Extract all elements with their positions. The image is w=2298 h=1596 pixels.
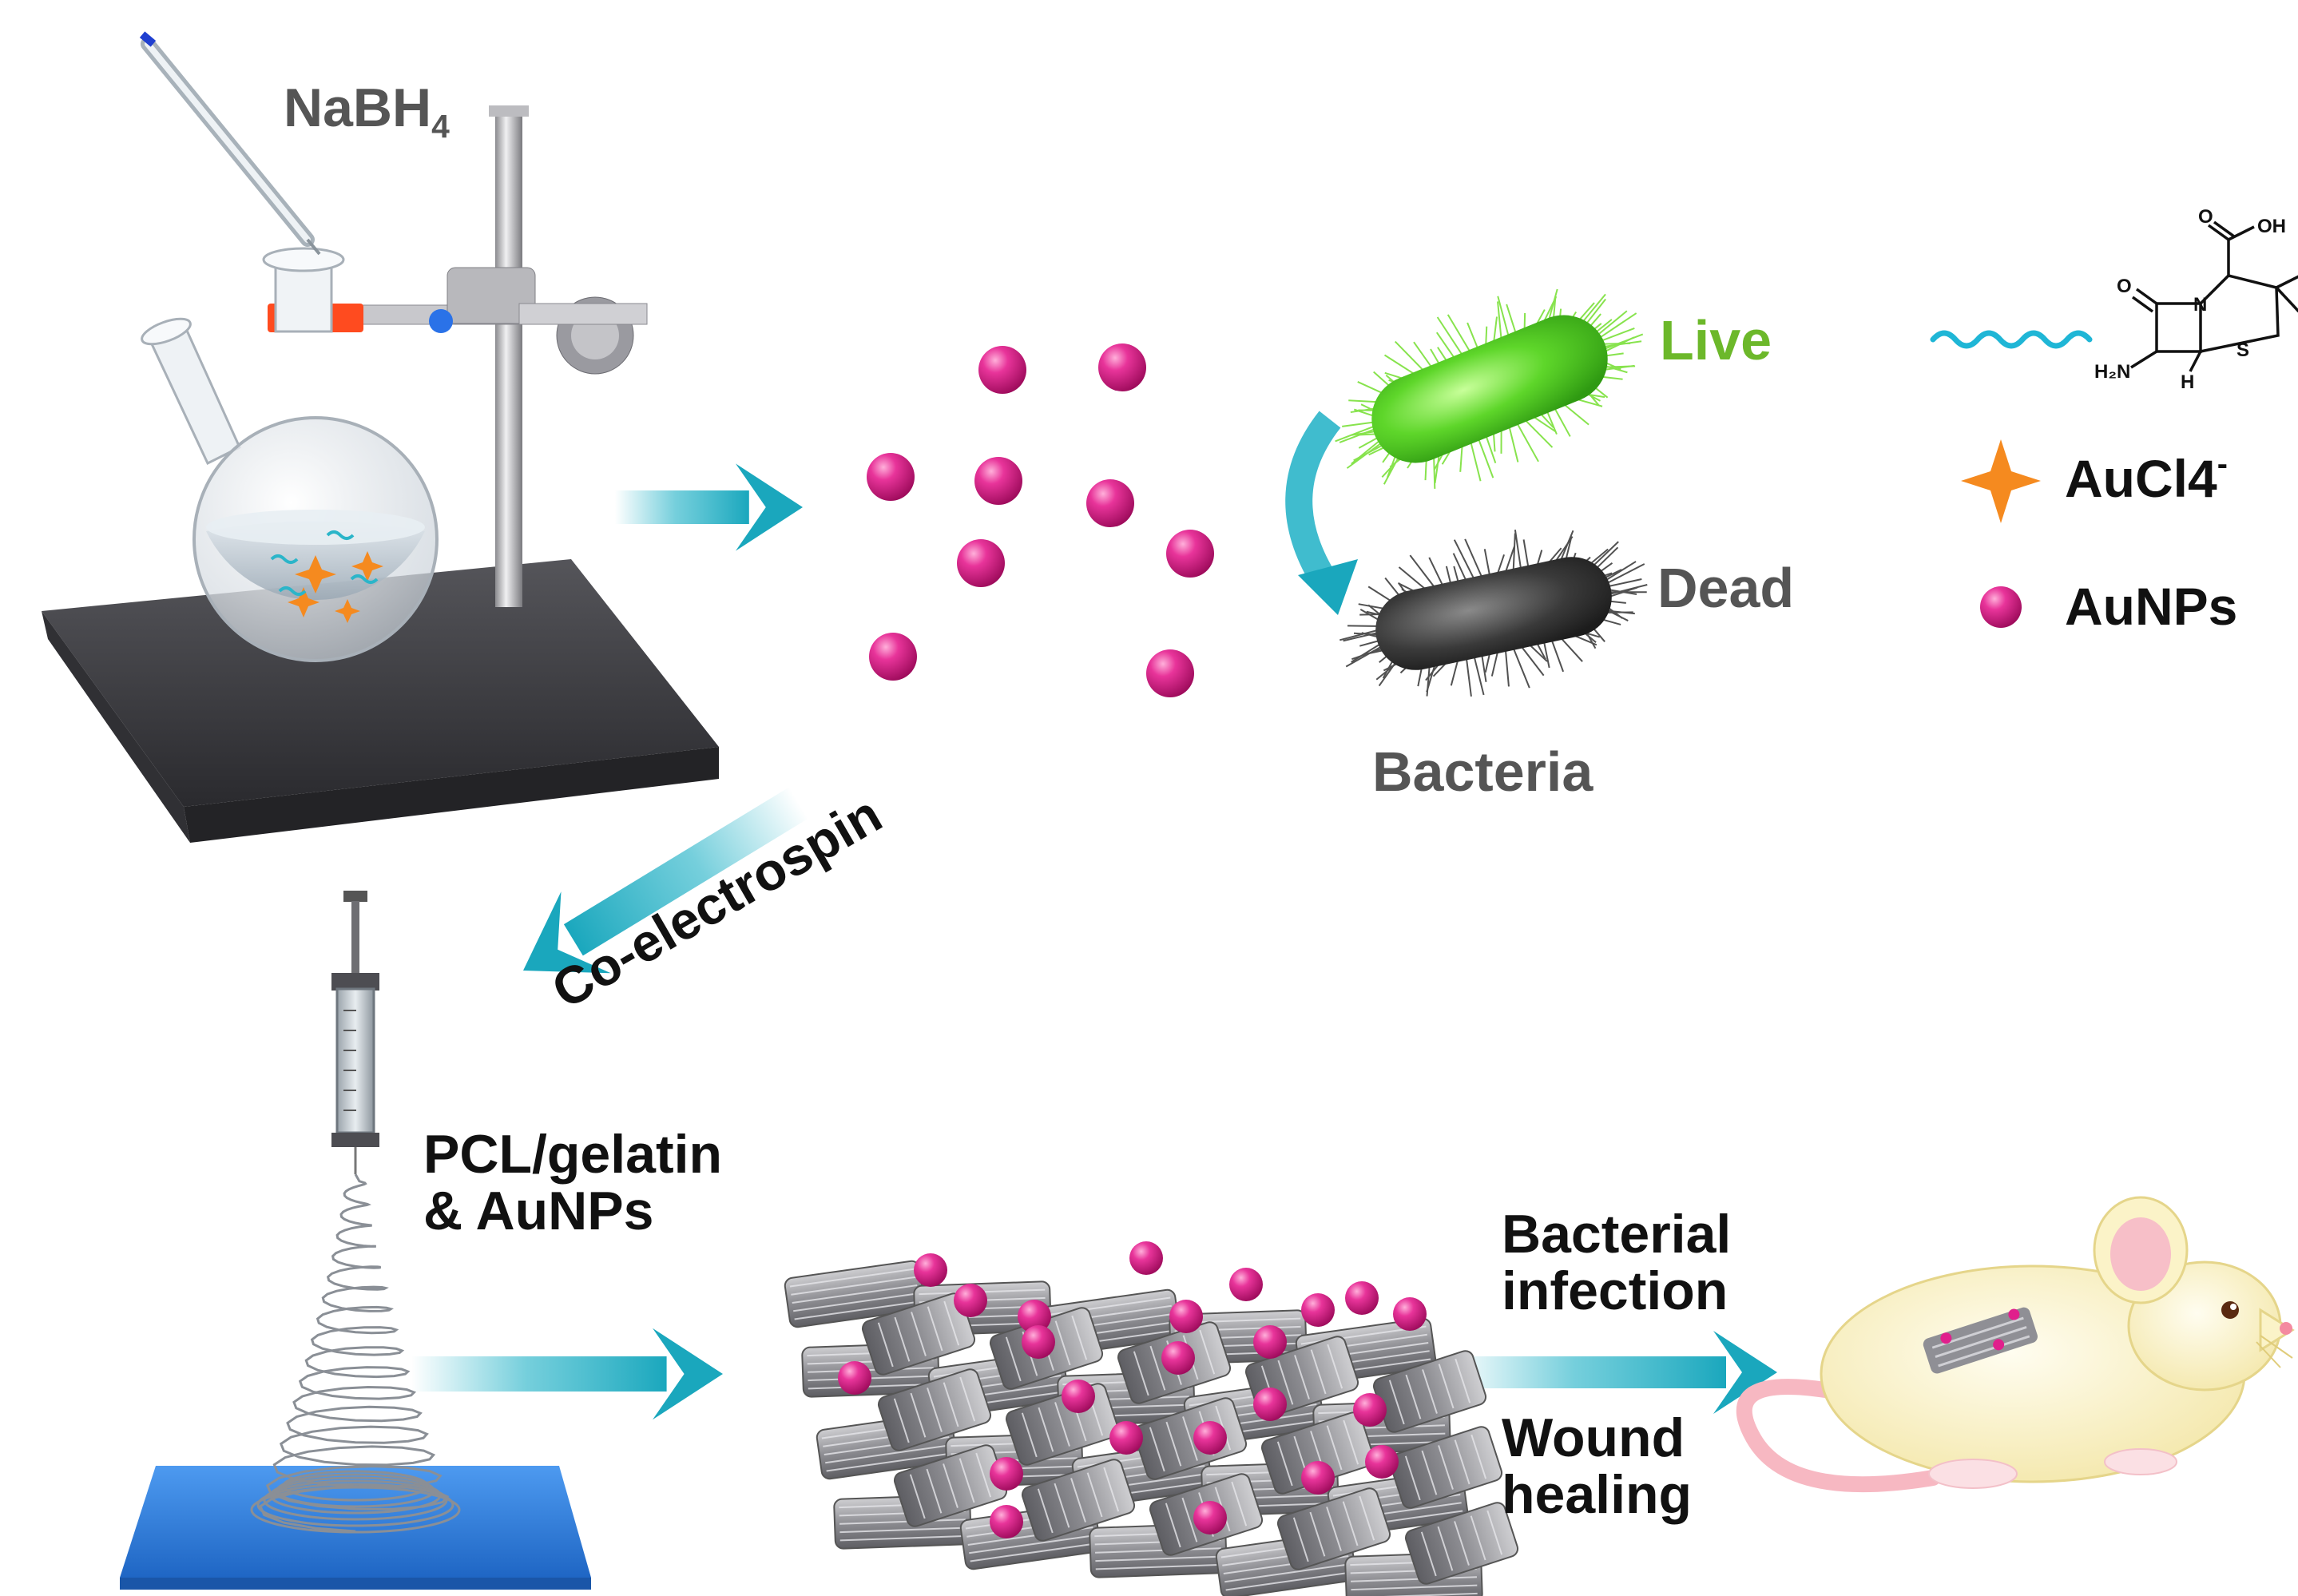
mat-aunp-particle: [954, 1284, 987, 1317]
bacteria-live: [1335, 288, 1644, 489]
mat-aunp-particle: [1161, 1341, 1195, 1375]
aunp-particle: [867, 453, 915, 501]
mat-aunp-particle: [1365, 1445, 1399, 1479]
electrospinning-setup: [120, 891, 591, 1590]
mouse-tail: [1736, 1379, 1941, 1493]
reductant-label: NaBH4: [284, 77, 450, 145]
atom-n: N: [2193, 294, 2208, 316]
bacteria-label: Bacteria: [1372, 740, 1594, 803]
arrow-synthesis: [615, 463, 803, 551]
mouse: [1736, 1196, 2295, 1493]
mat-aunp-particle: [914, 1253, 947, 1287]
arrow-co-electrospin: [522, 787, 808, 974]
mat-aunp-particle: [1253, 1325, 1287, 1359]
mat-aunp-particle: [1301, 1461, 1335, 1495]
fiber-bundle-v: [877, 1368, 992, 1451]
mat-aunp-particle: [1229, 1268, 1263, 1301]
mat-aunp-particle: [1193, 1501, 1227, 1534]
fiber-bundle-v: [1276, 1487, 1391, 1570]
aunp-particle: [957, 539, 1005, 587]
molecule-structure: [2130, 220, 2298, 372]
fiber-bundle-h: [784, 1260, 926, 1328]
fiber-bundle-v: [1260, 1411, 1375, 1495]
fiber-bundle-v: [1021, 1459, 1136, 1542]
mat-aunp-particle: [838, 1361, 871, 1395]
mat-aunp-particle: [1022, 1325, 1055, 1359]
aunp-particle: [974, 457, 1022, 505]
collector-plate: [120, 1466, 591, 1578]
aunp-legend-icon: [1980, 586, 2022, 628]
atom-o-top: O: [2198, 206, 2213, 228]
aunp-particle: [1166, 530, 1214, 578]
live-label: Live: [1660, 309, 1772, 371]
fiber-spiral: [259, 1173, 450, 1533]
bacterial-infection-label: Bacterial infection: [1502, 1204, 1732, 1322]
aunps-legend-label: AuNPs: [2065, 577, 2238, 636]
aucl4-star-icon: [1961, 439, 2041, 523]
mat-aunp-particle: [1018, 1300, 1051, 1333]
mat-aunp-particle: [990, 1457, 1023, 1491]
mat-aunps: [838, 1241, 1427, 1538]
atom-h: H: [2181, 371, 2195, 393]
pipette: [139, 31, 321, 256]
mat-aunp-particle: [1169, 1300, 1203, 1333]
mat-aunp-particle: [1253, 1388, 1287, 1421]
mat-aunp-particle: [1393, 1297, 1427, 1331]
spiral-base-ring: [282, 1470, 429, 1502]
mat-aunp-particle: [1109, 1421, 1143, 1455]
mat-aunp-particle: [1062, 1380, 1095, 1413]
stand-rod: [495, 112, 522, 607]
spiral-base-ring: [276, 1473, 435, 1508]
arrow-infection: [1450, 1331, 1777, 1414]
aunp-particle: [1146, 649, 1194, 697]
bacteria-dead: [1340, 530, 1648, 697]
flow-arrows: [411, 463, 1777, 1420]
kill-arrow: [1285, 411, 1358, 615]
legend-icons: [1930, 330, 2093, 628]
aunp-particle: [1098, 343, 1146, 391]
atom-s: S: [2236, 339, 2250, 361]
wound-healing-label: Wound healing: [1502, 1407, 1693, 1526]
spiral-base-ring: [256, 1483, 454, 1527]
dead-label: Dead: [1657, 557, 1795, 619]
aunp-particle: [869, 633, 917, 681]
fiber-bundle-v: [893, 1444, 1008, 1527]
clamp-knob: [429, 309, 453, 333]
spiral-base-ring: [250, 1486, 461, 1534]
aunp-particle: [1086, 479, 1134, 527]
aucl4-legend-label: AuCl4-: [2065, 447, 2228, 508]
fiber-bundle-v: [1404, 1502, 1519, 1585]
reaction-setup: [42, 31, 719, 843]
stand-base: [42, 559, 719, 807]
mat-aunp-particle: [1353, 1393, 1387, 1427]
pcl-gelatin-label: PCL/gelatin & AuNPs: [423, 1124, 723, 1242]
mat-aunp-particle: [1345, 1281, 1379, 1315]
mat-aunp-particle: [1193, 1421, 1227, 1455]
fiber-bundle-v: [1133, 1397, 1248, 1480]
fiber-bundle-v: [1388, 1426, 1503, 1509]
fiber-bundle-v: [861, 1292, 976, 1376]
spiral-base-ring: [269, 1476, 442, 1515]
atom-oh: OH: [2257, 216, 2286, 237]
aunp-cluster: [867, 343, 1214, 697]
atom-h2n: H₂N: [2094, 361, 2131, 383]
mat-aunp-particle: [1129, 1241, 1163, 1275]
spiral-base-ring: [263, 1479, 448, 1521]
antibiotic-strand-icon: [1930, 330, 2093, 349]
mat-aunp-particle: [990, 1505, 1023, 1538]
arrow-mat: [411, 1328, 723, 1420]
atom-o-left: O: [2117, 276, 2132, 297]
mouse-eye: [2221, 1301, 2239, 1319]
mat-aunp-particle: [1301, 1293, 1335, 1327]
aunp-particle: [978, 346, 1026, 394]
